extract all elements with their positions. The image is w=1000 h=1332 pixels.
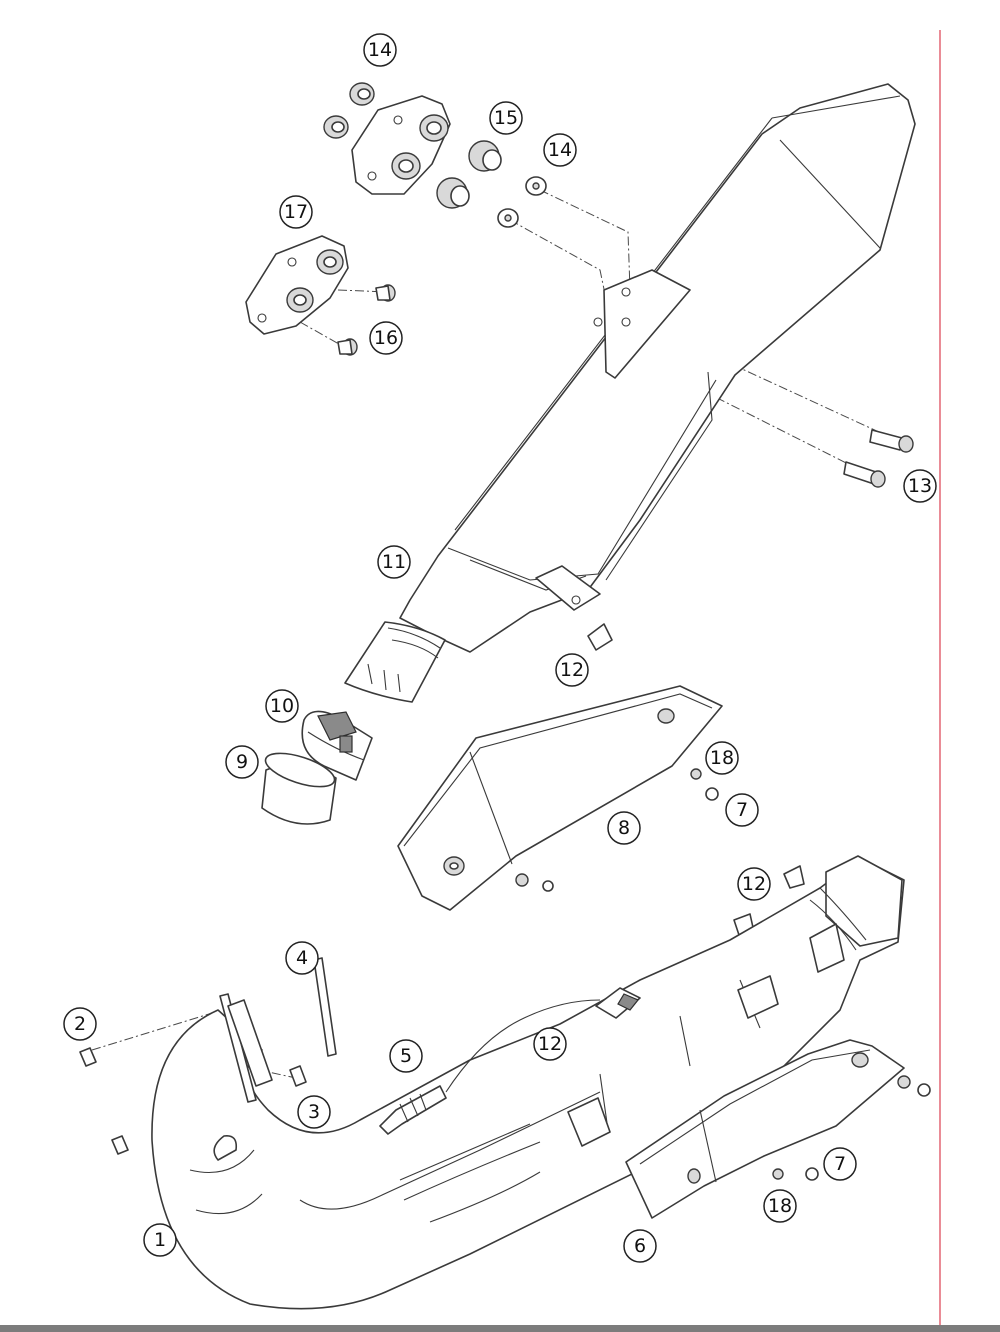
callout-label: 10 [270, 695, 294, 717]
bolts-part-13 [843, 429, 914, 488]
callout-label: 8 [618, 817, 630, 839]
header-pipe-part-1 [151, 855, 905, 1310]
callout-14-top: 14 [363, 33, 397, 67]
callout-15: 15 [489, 101, 523, 135]
callout-16: 16 [369, 321, 403, 355]
callout-11: 11 [377, 545, 411, 579]
callout-label: 13 [908, 475, 932, 497]
small-parts-2-3-4 [79, 957, 337, 1155]
callout-label: 11 [382, 551, 406, 573]
callout-7-lower: 7 [823, 1147, 857, 1181]
callout-12-upper: 12 [555, 653, 589, 687]
callout-label: 5 [400, 1045, 412, 1067]
callout-label: 12 [560, 659, 584, 681]
callout-label: 1 [154, 1229, 166, 1251]
bracket-part-17 [245, 235, 396, 356]
callout-label: 18 [768, 1195, 792, 1217]
mount-plate-hardware [323, 82, 547, 228]
callout-label: 3 [308, 1101, 320, 1123]
heat-shield-part-8 [397, 685, 723, 911]
callout-3: 3 [297, 1095, 331, 1129]
callout-label: 7 [834, 1153, 846, 1175]
callout-5: 5 [389, 1039, 423, 1073]
callout-label: 4 [296, 947, 308, 969]
callout-17: 17 [279, 195, 313, 229]
callout-6: 6 [623, 1229, 657, 1263]
callout-label: 12 [742, 873, 766, 895]
callout-label: 7 [736, 799, 748, 821]
callout-18-upper: 18 [705, 741, 739, 775]
bottom-bar [0, 1325, 1000, 1332]
callout-12-lower: 12 [533, 1027, 567, 1061]
callout-label: 12 [538, 1033, 562, 1055]
heat-shield-part-6 [625, 1039, 931, 1219]
callout-label: 15 [494, 107, 518, 129]
callout-7-upper: 7 [725, 793, 759, 827]
callout-1: 1 [143, 1223, 177, 1257]
callout-label: 2 [74, 1013, 86, 1035]
callout-18-lower: 18 [763, 1189, 797, 1223]
clamp-and-gasket [261, 710, 373, 825]
callout-10: 10 [265, 689, 299, 723]
callout-2: 2 [63, 1007, 97, 1041]
callout-label: 9 [236, 751, 248, 773]
callout-14-right: 14 [543, 133, 577, 167]
callout-9: 9 [225, 745, 259, 779]
callout-4: 4 [285, 941, 319, 975]
callout-8: 8 [607, 811, 641, 845]
callout-label: 16 [374, 327, 398, 349]
callout-13: 13 [903, 469, 937, 503]
oxygen-sensor-part-5 [379, 987, 641, 1135]
callout-label: 6 [634, 1235, 646, 1257]
callout-12-right: 12 [737, 867, 771, 901]
callout-label: 14 [368, 39, 392, 61]
muffler-part-11 [344, 83, 916, 703]
callout-label: 18 [710, 747, 734, 769]
callout-label: 17 [284, 201, 308, 223]
callout-label: 14 [548, 139, 572, 161]
